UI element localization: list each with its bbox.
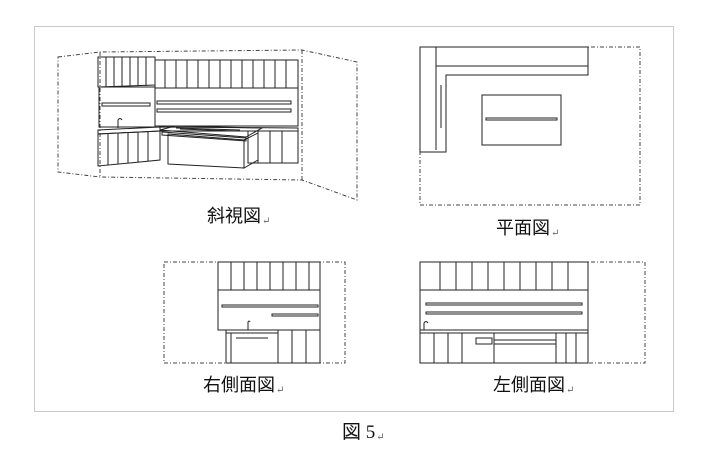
- figure-frame: [34, 26, 674, 412]
- oblique-view-caption: 斜視図↵: [207, 207, 270, 232]
- plan-room-outline: [419, 46, 641, 206]
- right-wall-panel: [217, 289, 321, 331]
- left-side-view: [419, 261, 646, 364]
- return-mark: ↵: [566, 385, 575, 396]
- oblique-island: [159, 125, 264, 169]
- right-side-view-caption: 右側面図↵: [203, 376, 284, 401]
- caption-text: 斜視図: [207, 206, 261, 227]
- oblique-faucet: [117, 118, 123, 128]
- oblique-shelves: [101, 100, 292, 113]
- plan-view: [419, 46, 641, 206]
- oblique-left-upper-cabinets: [97, 56, 156, 128]
- left-side-view-caption: 左側面図↵: [493, 376, 574, 401]
- left-counter-and-base: [419, 321, 589, 364]
- oblique-left-lower-cabinets: [97, 130, 161, 167]
- right-counter-and-base: [225, 320, 321, 364]
- plan-counters: [419, 46, 589, 153]
- return-mark: ↵: [262, 216, 271, 227]
- left-upper-cabinets: [419, 261, 589, 291]
- caption-text: 平面図: [496, 218, 550, 239]
- caption-text: 左側面図: [493, 375, 565, 396]
- right-room-outline: [163, 261, 346, 364]
- oblique-back-lower-cabinets: [247, 130, 299, 164]
- return-mark: ↵: [551, 228, 560, 239]
- return-mark: ↵: [276, 385, 285, 396]
- caption-text: 右側面図: [203, 375, 275, 396]
- left-wall-panel: [419, 289, 589, 331]
- oblique-room-outline: [57, 49, 358, 201]
- right-side-view: [163, 261, 346, 364]
- oblique-back-upper-cabinets: [154, 59, 299, 127]
- right-upper-cabinets: [217, 261, 321, 291]
- plan-view-caption: 平面図↵: [496, 219, 559, 244]
- return-mark: ↵: [376, 432, 385, 443]
- figure-caption-text: 図 5: [342, 422, 376, 443]
- figure-caption: 図 5↵: [342, 423, 385, 448]
- plan-island: [481, 94, 562, 146]
- oblique-view: [57, 49, 358, 201]
